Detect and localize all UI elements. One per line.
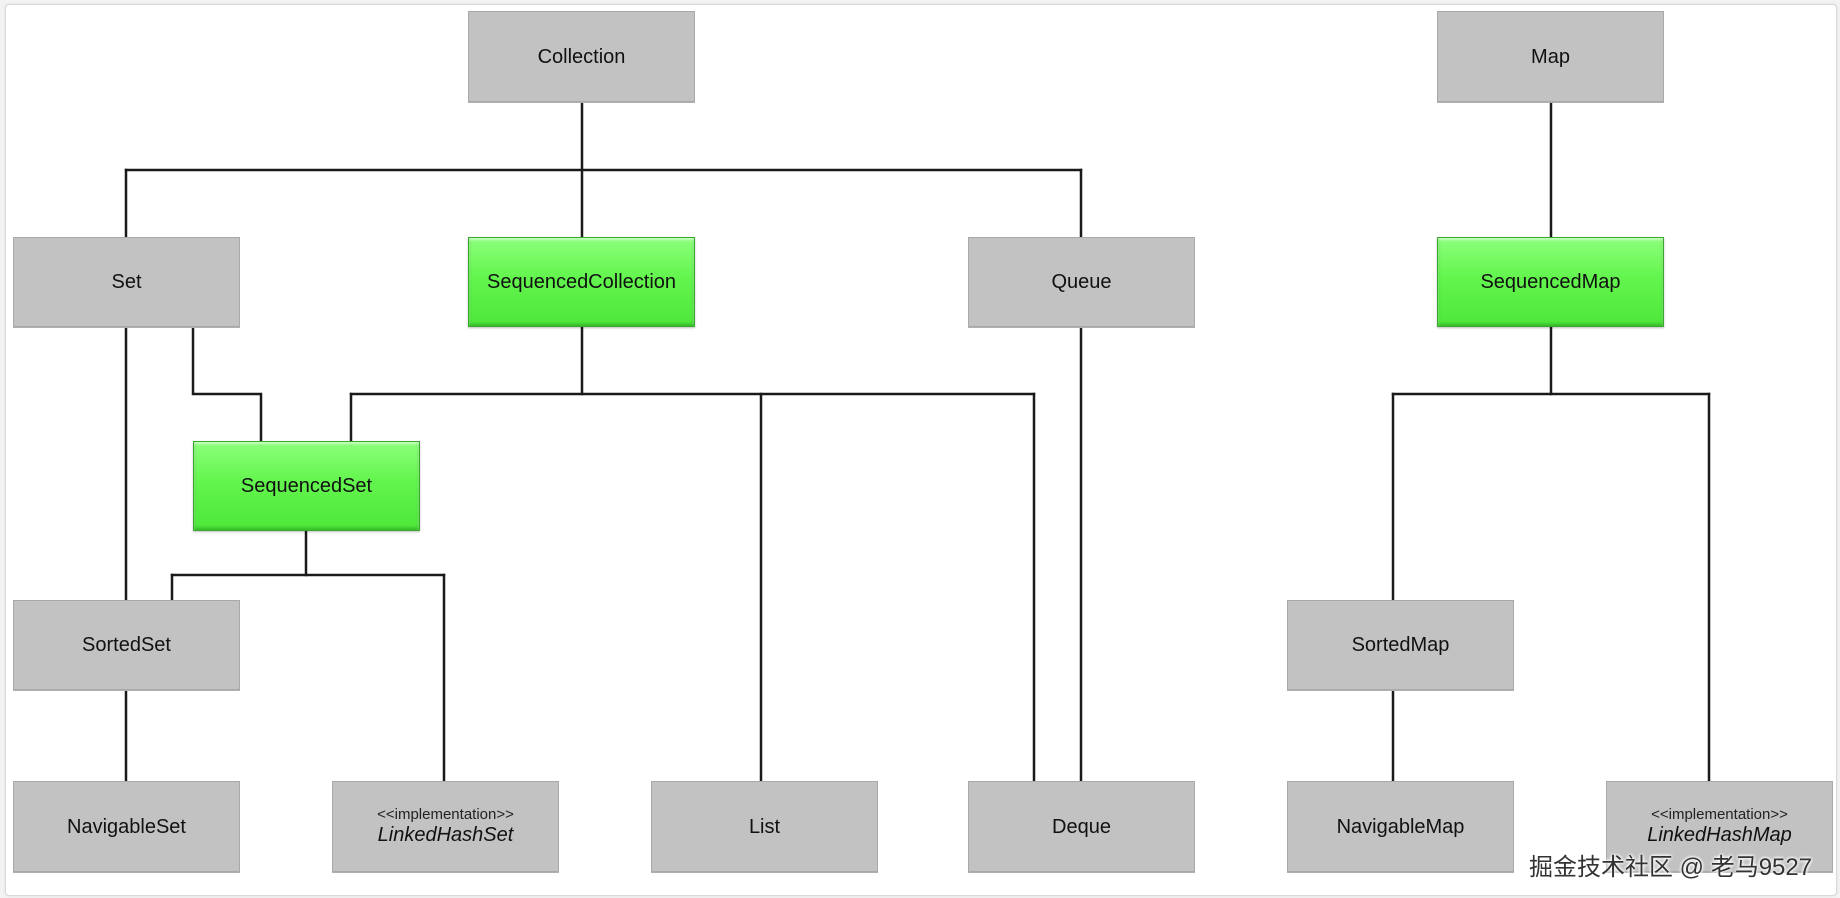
node-sequenced-collection-label: SequencedCollection (486, 271, 677, 293)
node-sequenced-map-label: SequencedMap (1480, 271, 1621, 293)
node-deque-label: Deque (1052, 815, 1111, 838)
node-collection-label: Collection (537, 45, 626, 68)
node-navigable-set: NavigableSet (13, 781, 240, 872)
node-sorted-set-label: SortedSet (82, 634, 171, 656)
node-linked-hash-set: <<implementation>> LinkedHashSet (332, 781, 559, 872)
node-sorted-set: SortedSet (13, 600, 240, 690)
node-sequenced-map: SequencedMap (1437, 237, 1664, 327)
node-linked-hash-map-stereotype: <<implementation>> (1651, 806, 1788, 823)
node-collection: Collection (468, 11, 695, 102)
node-linked-hash-map-label: LinkedHashMap (1647, 824, 1792, 846)
node-linked-hash-set-label: LinkedHashSet (377, 824, 514, 846)
connector-lines (124, 100, 1711, 783)
node-sorted-map: SortedMap (1287, 600, 1514, 690)
node-sorted-map-label: SortedMap (1351, 634, 1450, 656)
node-linked-hash-set-stereotype: <<implementation>> (377, 806, 514, 823)
node-linked-hash-map: <<implementation>> LinkedHashMap (1606, 781, 1833, 872)
node-set: Set (13, 237, 240, 327)
node-navigable-map-label: NavigableMap (1336, 815, 1465, 838)
node-queue: Queue (968, 237, 1195, 327)
node-sequenced-set-label: SequencedSet (240, 475, 373, 497)
node-queue-label: Queue (1051, 271, 1112, 293)
node-map: Map (1437, 11, 1664, 102)
node-map-label: Map (1531, 45, 1570, 68)
diagram-canvas: Collection Map Set SequencedCollection Q… (5, 4, 1837, 896)
node-navigable-map: NavigableMap (1287, 781, 1514, 872)
node-deque: Deque (968, 781, 1195, 872)
node-list: List (651, 781, 878, 872)
node-sequenced-collection: SequencedCollection (468, 237, 695, 327)
node-list-label: List (748, 815, 781, 838)
node-sequenced-set: SequencedSet (193, 441, 420, 531)
node-set-label: Set (111, 271, 142, 293)
node-navigable-set-label: NavigableSet (67, 815, 186, 838)
watermark: 掘金技术社区 @ 老马9527 (1529, 854, 1813, 881)
